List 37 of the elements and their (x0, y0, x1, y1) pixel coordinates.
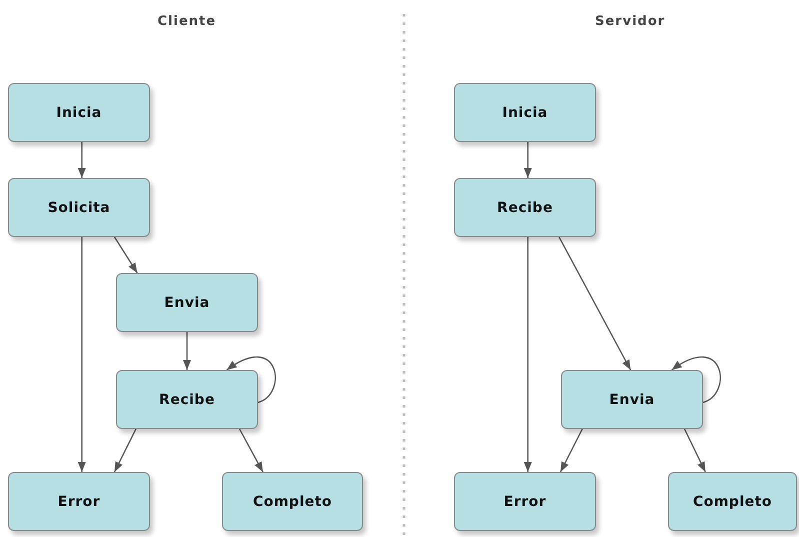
state-name: Solicita (48, 200, 110, 216)
arrow (524, 237, 532, 472)
state-box (116, 370, 258, 429)
state-box (454, 83, 596, 142)
state-name: Error (58, 494, 100, 510)
state-box (561, 370, 703, 429)
arrow (238, 428, 264, 472)
state-name: Envia (164, 294, 210, 310)
state-name: Inicia (56, 104, 102, 120)
self-loop-arrow (671, 356, 721, 404)
state-box (222, 472, 363, 531)
state-box (668, 472, 797, 531)
state-name: Error (504, 494, 546, 510)
state-name: Recibe (497, 200, 553, 216)
state-box (454, 178, 596, 237)
arrow (114, 428, 136, 472)
state-name: Inicia (502, 104, 548, 120)
state-name: Completo (252, 494, 332, 510)
arrow (684, 428, 706, 472)
state-box (454, 472, 596, 531)
arrow (524, 142, 532, 178)
state-name: Envia (609, 392, 655, 408)
state-box (8, 472, 150, 531)
column-heading: Cliente (158, 14, 216, 29)
arrow (78, 142, 86, 178)
state-name: Completo (692, 494, 772, 510)
state-name: Recibe (159, 392, 215, 408)
column-heading: Servidor (595, 14, 666, 29)
self-loop-arrow (226, 356, 276, 404)
state-box (116, 273, 258, 332)
arrow (114, 236, 138, 274)
arrow (560, 428, 583, 472)
state-box (8, 178, 150, 237)
arrow (558, 236, 632, 370)
arrow (183, 332, 191, 370)
arrow (78, 237, 86, 472)
state-box (8, 83, 150, 142)
